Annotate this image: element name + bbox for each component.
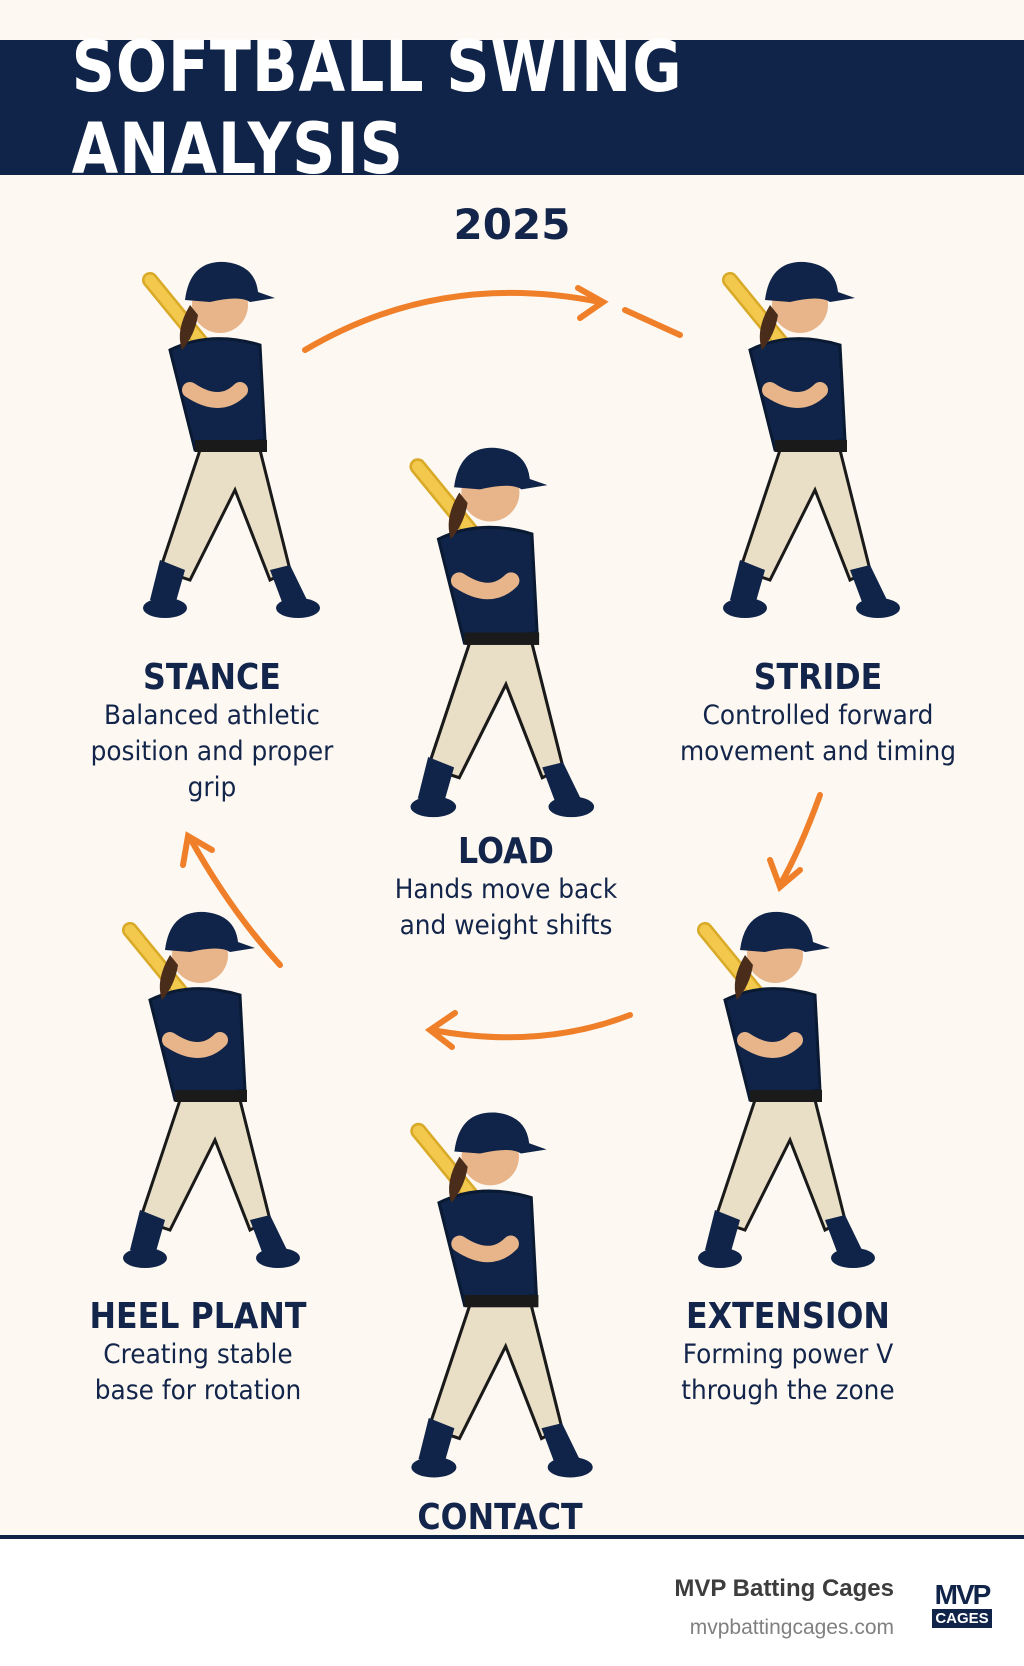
step-title: STRIDE <box>753 657 883 698</box>
arrow-stance-to-stride <box>302 289 603 353</box>
step-desc: base for rotation <box>94 1375 302 1406</box>
step-desc: movement and timing <box>679 736 957 767</box>
step-desc: Creating stable <box>103 1339 293 1370</box>
step-stride: STRIDE Controlled forward movement and t… <box>668 658 968 770</box>
step-desc: Balanced athletic <box>104 700 320 731</box>
step-desc: Controlled forward <box>702 700 934 731</box>
player-stride <box>723 262 900 618</box>
step-desc: position and proper <box>90 736 334 767</box>
step-title: STANCE <box>143 657 281 698</box>
step-contact: CONTACT <box>406 1498 594 1538</box>
arrow-dash <box>622 307 683 338</box>
arrow-extension-to-heel-plant <box>429 1012 633 1041</box>
year-label: 2025 <box>453 200 571 249</box>
step-title: LOAD <box>458 831 554 872</box>
player-extension <box>698 912 875 1268</box>
step-heel-plant: HEEL PLANT Creating stable base for rota… <box>75 1297 322 1409</box>
step-title: HEEL PLANT <box>89 1296 307 1337</box>
step-extension: EXTENSION Forming power V through the zo… <box>672 1297 904 1409</box>
step-desc: through the zone <box>681 1375 895 1406</box>
brand-url[interactable]: mvpbattingcages.com <box>689 1616 894 1639</box>
player-stance <box>143 262 320 618</box>
footer: MVP Batting Cages mvpbattingcages.com MV… <box>0 1535 1024 1666</box>
logo-bottom: CAGES <box>932 1609 992 1628</box>
illustration <box>0 0 1024 1535</box>
player-load <box>410 448 594 817</box>
brand-logo: MVP CAGES <box>932 1581 992 1628</box>
title-banner: SOFTBALL SWING ANALYSIS <box>0 26 1024 190</box>
player-heel-plant <box>123 912 300 1268</box>
step-title: CONTACT <box>417 1497 583 1538</box>
step-desc: Forming power V <box>682 1339 894 1370</box>
step-desc: grip <box>187 772 237 803</box>
page-title: SOFTBALL SWING ANALYSIS <box>71 25 683 190</box>
step-stance: STANCE Balanced athletic position and pr… <box>80 658 344 806</box>
step-desc: and weight shifts <box>399 910 613 941</box>
logo-top: MVP <box>934 1579 992 1610</box>
arrow-heel-plant-to-stance <box>187 835 283 968</box>
arrow-stride-to-extension <box>777 792 823 888</box>
step-desc: Hands move back <box>394 874 618 905</box>
player-contact <box>411 1112 592 1477</box>
step-load: LOAD Hands move back and weight shifts <box>385 832 627 944</box>
step-title: EXTENSION <box>686 1296 890 1337</box>
flow-arrows <box>180 285 823 1050</box>
brand-name: MVP Batting Cages <box>674 1575 894 1602</box>
